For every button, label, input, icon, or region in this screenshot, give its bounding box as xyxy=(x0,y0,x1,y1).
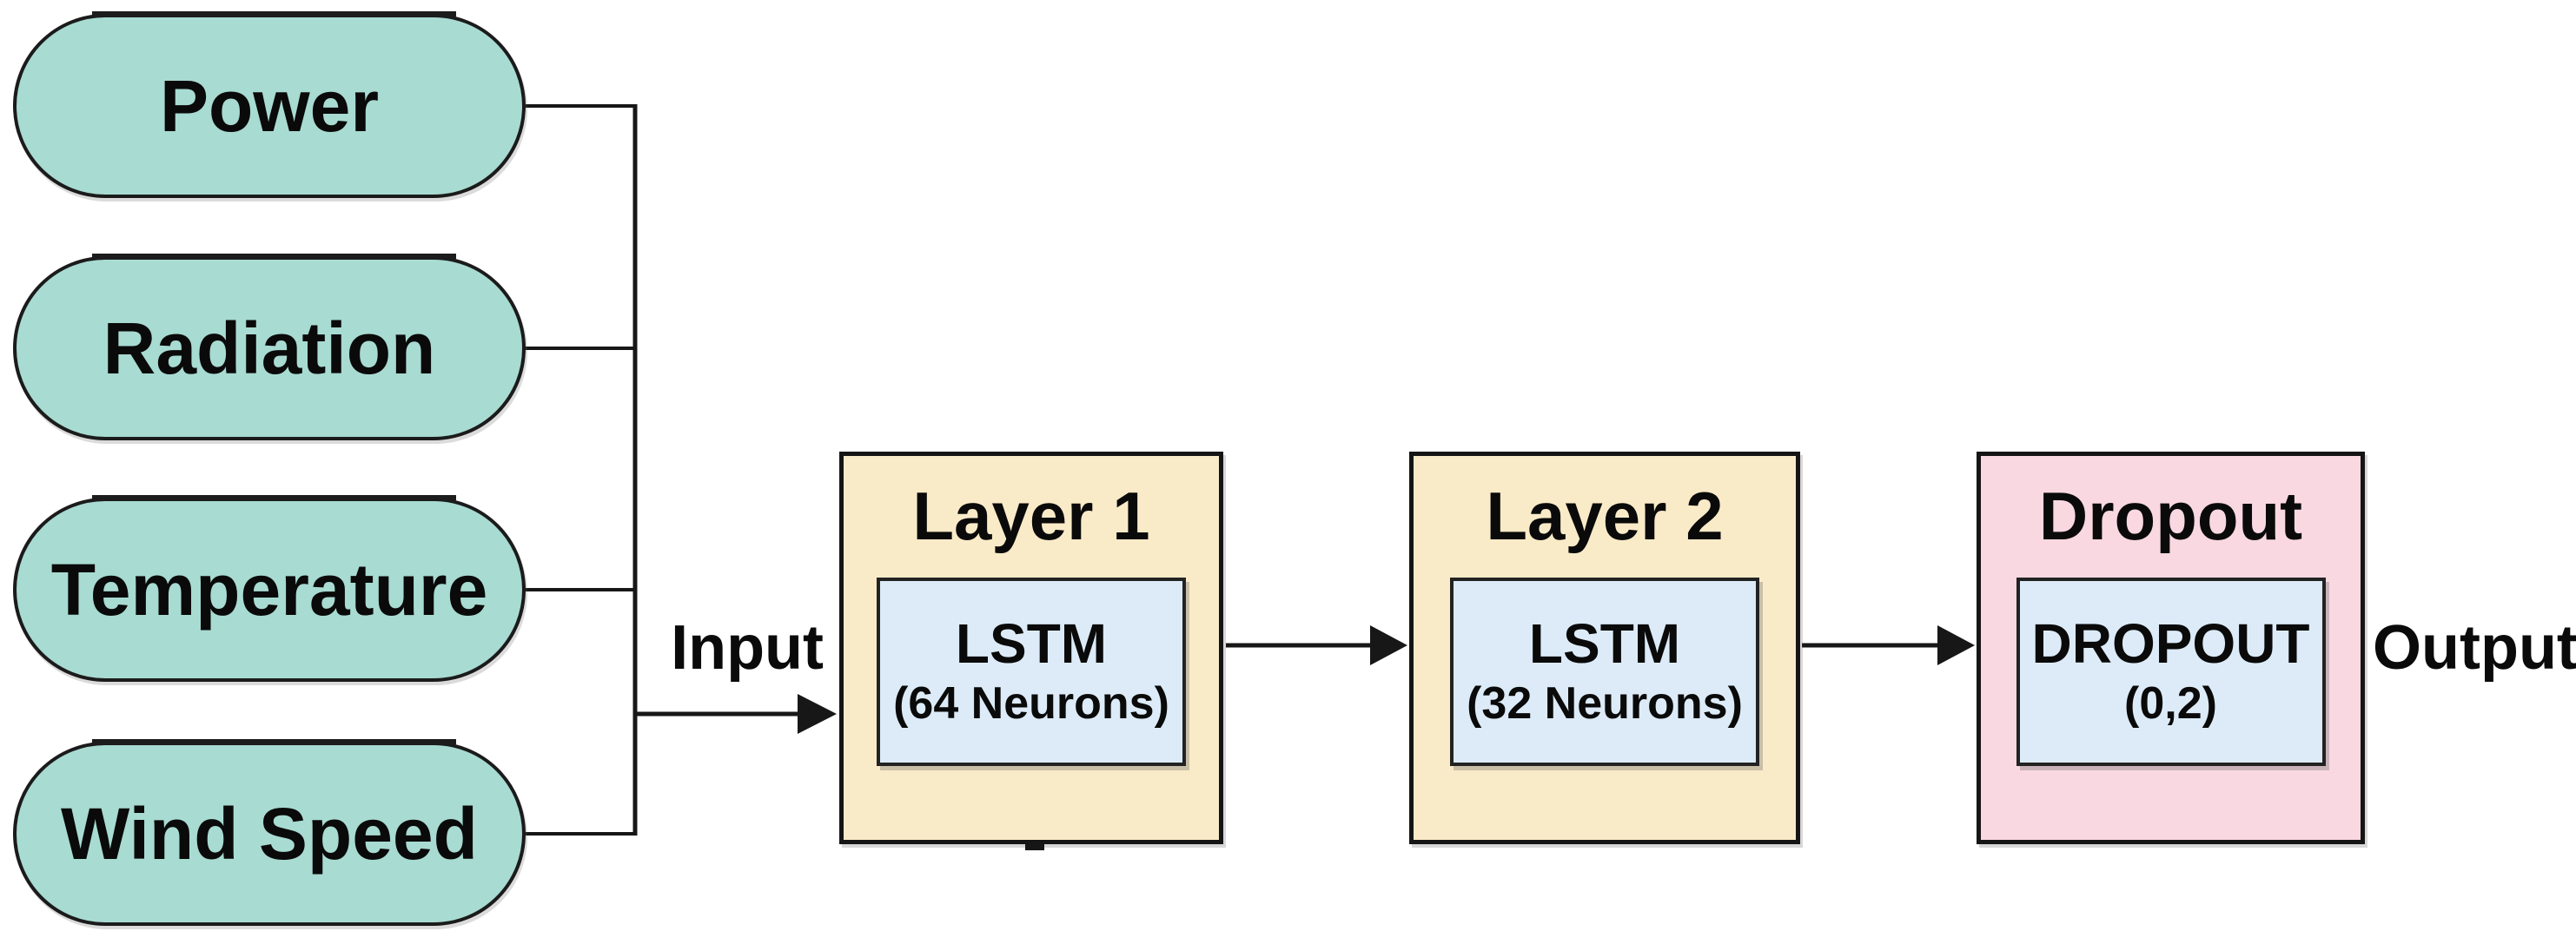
layer1-lstm-label: LSTM xyxy=(955,612,1108,676)
dropout-block: Dropout DROPOUT (0,2) xyxy=(1977,452,2365,844)
layer2-title: Layer 2 xyxy=(1486,478,1724,554)
dropout-title: Dropout xyxy=(2038,478,2303,554)
input-node-temperature-label: Temperature xyxy=(50,548,488,631)
dropout-inner-box: DROPOUT (0,2) xyxy=(2016,578,2326,766)
input-flow-label-text: Input xyxy=(671,613,824,683)
input-node-temperature: Temperature xyxy=(13,495,526,682)
input-node-windspeed: Wind Speed xyxy=(13,739,526,926)
layer1-lstm-box: LSTM (64 Neurons) xyxy=(877,578,1186,766)
input-node-power: Power xyxy=(13,11,526,198)
input-node-power-label: Power xyxy=(159,64,380,147)
layer2-block: Layer 2 LSTM (32 Neurons) xyxy=(1409,452,1800,844)
layer2-neurons-label: (32 Neurons) xyxy=(1467,677,1743,729)
input-arrowhead xyxy=(798,694,837,734)
layer1-layer2-arrowhead xyxy=(1370,625,1407,665)
output-flow-label-text: Output xyxy=(2373,613,2576,683)
dropout-rate-label: (0,2) xyxy=(2124,677,2217,729)
dropout-inner-label: DROPOUT xyxy=(2031,612,2310,676)
input-node-radiation-label: Radiation xyxy=(103,307,436,389)
input-flow-label: Input xyxy=(599,608,824,688)
layer1-neurons-label: (64 Neurons) xyxy=(893,677,1169,729)
layer2-lstm-label: LSTM xyxy=(1528,612,1681,676)
layer1-bottom-tick xyxy=(1025,842,1044,850)
layer1-block: Layer 1 LSTM (64 Neurons) xyxy=(839,452,1223,844)
layer1-title: Layer 1 xyxy=(912,478,1150,554)
input-node-radiation: Radiation xyxy=(13,254,526,440)
output-flow-label: Output xyxy=(2373,608,2576,688)
input-node-windspeed-label: Wind Speed xyxy=(61,792,478,875)
layer2-lstm-box: LSTM (32 Neurons) xyxy=(1450,578,1759,766)
layer2-dropout-arrowhead xyxy=(1937,625,1975,665)
